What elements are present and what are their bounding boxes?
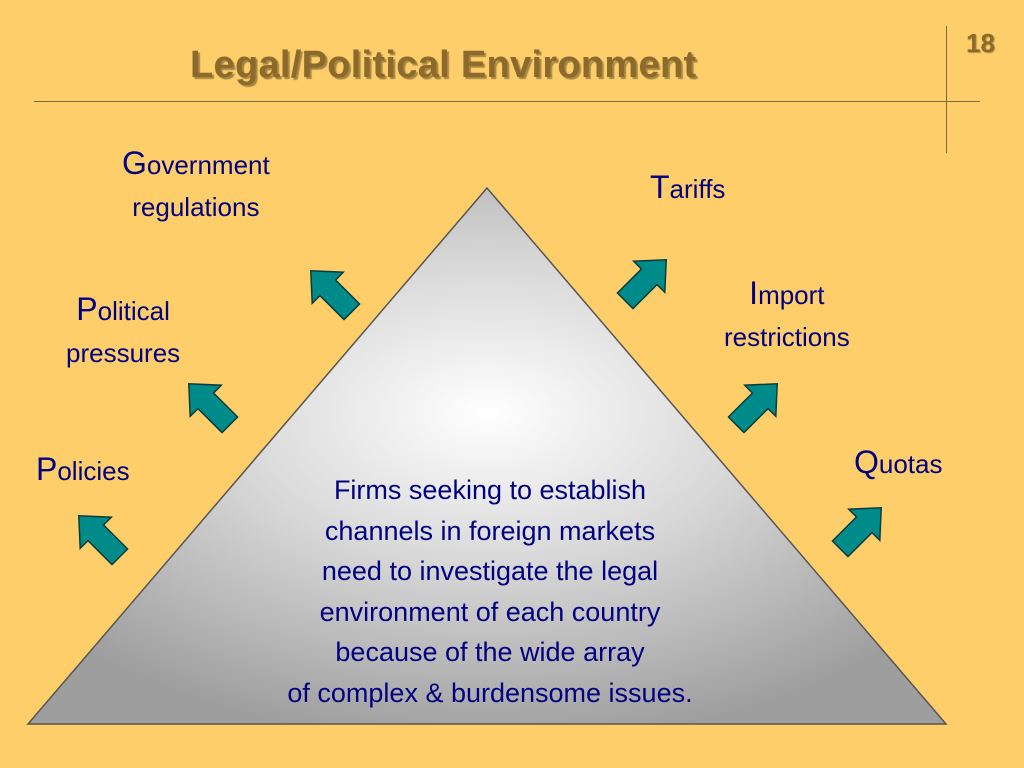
arrow-political-pressures bbox=[172, 367, 247, 442]
slide-title: Legal/Political Environment bbox=[190, 44, 697, 86]
arrow-policies bbox=[62, 499, 137, 574]
center-text-line: need to investigate the legal bbox=[321, 556, 659, 586]
center-text-line: of complex & burdensome issues. bbox=[287, 677, 693, 708]
center-text-line: channels in foreign markets bbox=[324, 515, 656, 546]
label-government-regulations: Government regulations bbox=[122, 145, 270, 222]
center-text-line: because of the wide array bbox=[335, 637, 645, 667]
label-quotas: Quotas bbox=[854, 444, 943, 480]
title-divider-horizontal bbox=[34, 101, 980, 102]
label-import-restrictions: Import restrictions bbox=[724, 275, 850, 352]
label-political-pressures: Political pressures bbox=[66, 291, 181, 368]
pyramid-triangle bbox=[26, 186, 948, 725]
arrow-government-regulations bbox=[294, 254, 369, 329]
page-number: 18 bbox=[966, 28, 995, 58]
pyramid-center-text: Firms seeking to establish channels in f… bbox=[210, 470, 770, 713]
arrow-import-restrictions bbox=[719, 367, 794, 442]
title-divider-vertical bbox=[946, 26, 947, 153]
center-text-line: Firms seeking to establish bbox=[333, 475, 647, 505]
label-tariffs: Tariffs bbox=[650, 169, 726, 205]
center-text-line: environment of each country bbox=[319, 596, 661, 627]
arrow-tariffs bbox=[608, 243, 683, 318]
arrow-quotas bbox=[823, 491, 898, 566]
label-policies: Policies bbox=[36, 451, 130, 487]
